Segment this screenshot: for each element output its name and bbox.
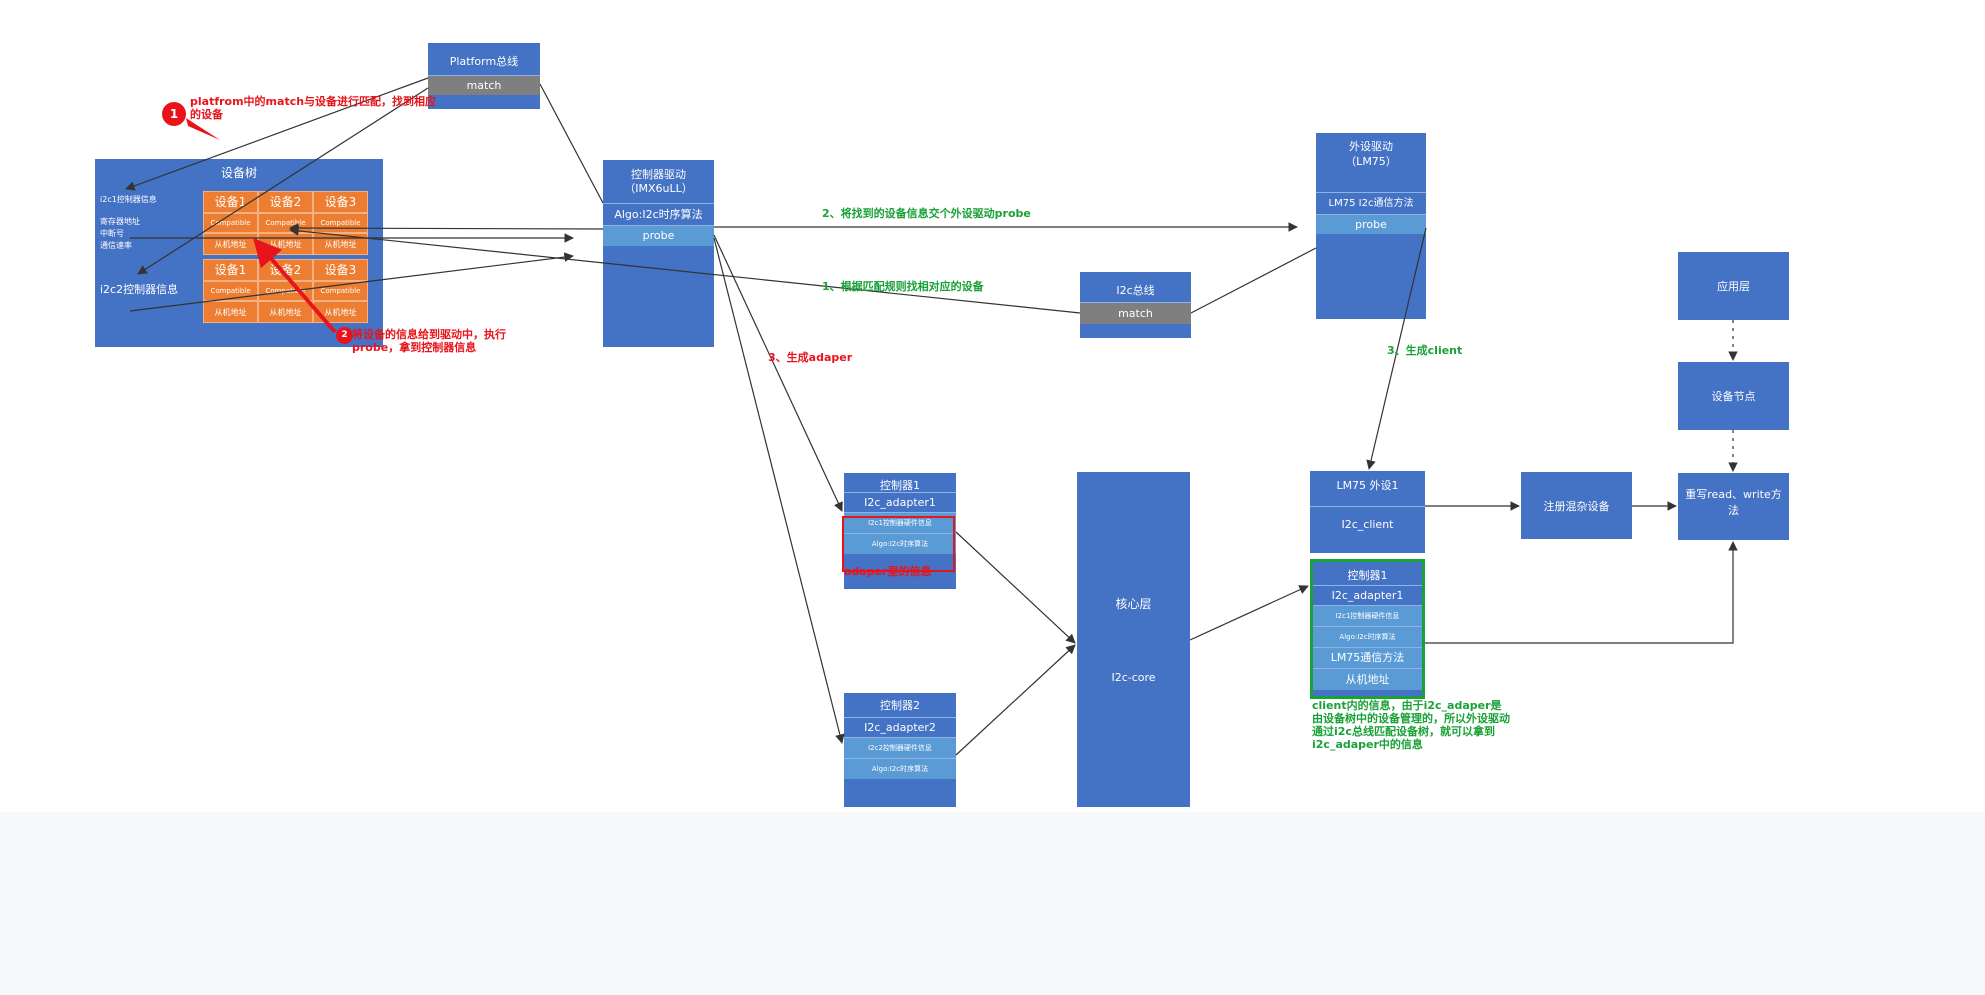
dt2-device2-slave: 从机地址 bbox=[258, 301, 313, 323]
platform-bus-title: Platform总线 bbox=[449, 55, 519, 68]
line-driver-to-controller1 bbox=[713, 234, 843, 512]
adapter-info-highlight bbox=[842, 516, 955, 572]
line-driver-to-controller2 bbox=[713, 237, 845, 744]
controller1-title: 控制器1 bbox=[880, 479, 920, 492]
controller-driver-title: 控制器驱动 bbox=[631, 168, 686, 181]
device-tree-title: 设备树 bbox=[220, 166, 257, 180]
client-controller-adapter: I2c_adapter1 bbox=[1313, 585, 1422, 605]
client-controller-hw-info: I2c1控制器硬件信息 bbox=[1313, 605, 1422, 626]
line-controller2-to-core bbox=[955, 644, 1076, 756]
rewrite-methods-block: 重写read、write方法 bbox=[1678, 473, 1789, 540]
i2c1-controller-info: i2c1控制器信息 bbox=[100, 195, 157, 204]
client-controller-slave: 从机地址 bbox=[1313, 668, 1422, 690]
annotation-platform-match: platfrom中的match与设备进行匹配，找到相应的设备 bbox=[190, 95, 437, 121]
i2c1-prop-speed: 通信速率 bbox=[100, 241, 132, 250]
misc-device-label: 注册混杂设备 bbox=[1543, 500, 1610, 513]
i2c1-prop-irq: 中断号 bbox=[100, 229, 124, 238]
dt1-device2-header: 设备2 bbox=[258, 191, 313, 213]
dt2-device3-slave: 从机地址 bbox=[313, 301, 368, 323]
controller2-hw-info: I2c2控制器硬件信息 bbox=[844, 737, 956, 758]
controller-driver-subtitle: （IMX6uLL） bbox=[624, 182, 693, 195]
client-controller-title: 控制器1 bbox=[1347, 569, 1388, 582]
red-callout-pointer bbox=[186, 118, 220, 140]
dt2-device1-slave: 从机地址 bbox=[203, 301, 258, 323]
annotation-give-info-probe: 将设备的信息给到驱动中，执行probe，拿到控制器信息 bbox=[352, 328, 506, 354]
core-layer-sub: I2c-core bbox=[1111, 671, 1156, 684]
controller2-adapter: I2c_adapter2 bbox=[844, 717, 956, 737]
core-layer-block: 核心层 I2c-core bbox=[1077, 472, 1190, 807]
line-client-controller-to-rewrite bbox=[1425, 541, 1738, 644]
misc-device-block: 注册混杂设备 bbox=[1521, 472, 1632, 539]
i2c-bus-title: I2c总线 bbox=[1116, 284, 1155, 297]
dt1-device3-header: 设备3 bbox=[313, 191, 368, 213]
peripheral-driver-method: LM75 I2c通信方法 bbox=[1316, 192, 1426, 214]
device-node-block: 设备节点 bbox=[1678, 362, 1789, 430]
annotation-badge-2: 2 bbox=[336, 327, 353, 344]
device-node-label: 设备节点 bbox=[1711, 390, 1756, 403]
peripheral-driver-title: 外设驱动 bbox=[1349, 140, 1393, 153]
line-i2c-bus-to-peripheral bbox=[1190, 247, 1317, 314]
line-probe-to-device-compatible bbox=[289, 223, 604, 233]
line-peripheral-to-client bbox=[1366, 227, 1427, 470]
peripheral-driver-block: 外设驱动 （LM75） LM75 I2c通信方法 probe bbox=[1316, 133, 1426, 319]
controller2-block: 控制器2 I2c_adapter2 I2c2控制器硬件信息 Algo:I2c时序… bbox=[844, 693, 956, 807]
dt2-device1-header: 设备1 bbox=[203, 259, 258, 281]
app-layer-label: 应用层 bbox=[1717, 280, 1750, 293]
annotation-badge-1: 1 bbox=[162, 102, 186, 126]
controller1-adapter: I2c_adapter1 bbox=[844, 492, 956, 512]
page-footer-area bbox=[0, 812, 1985, 995]
lm75-device-title: LM75 外设1 bbox=[1336, 479, 1399, 492]
client-controller-block: 控制器1 I2c_adapter1 I2c1控制器硬件信息 Algo:I2c时序… bbox=[1310, 559, 1425, 699]
i2c-bus-match: match bbox=[1080, 302, 1191, 324]
annotation-adaper-info: adaper里的信息 bbox=[844, 565, 932, 578]
controller1-block: 控制器1 I2c_adapter1 I2c1控制器硬件信息 Algo:I2c时序… bbox=[844, 473, 956, 589]
dt1-device1-compatible: Compatible bbox=[203, 213, 258, 233]
controller2-algo: Algo:I2c时序算法 bbox=[844, 758, 956, 779]
line-core-to-client bbox=[1189, 585, 1309, 641]
i2c-bus-block: I2c总线 match bbox=[1080, 272, 1191, 338]
controller-driver-block: 控制器驱动 （IMX6uLL） Algo:I2c时序算法 probe bbox=[603, 160, 714, 347]
client-controller-algo: Algo:I2c时序算法 bbox=[1313, 626, 1422, 647]
controller-driver-probe: probe bbox=[603, 225, 714, 246]
line-platform-to-controller-driver bbox=[539, 83, 604, 204]
line-platform-to-device-tree-2 bbox=[137, 87, 429, 275]
peripheral-driver-probe: probe bbox=[1316, 214, 1426, 234]
line-i2c-match-to-device-compatible bbox=[289, 226, 1081, 314]
controller-driver-algo: Algo:I2c时序算法 bbox=[603, 203, 714, 225]
dt1-device1-header: 设备1 bbox=[203, 191, 258, 213]
red-arrow-probe-to-device bbox=[253, 237, 337, 334]
line-i2c2-to-controller-driver bbox=[129, 252, 574, 312]
annotation-gen-adaper: 3、生成adaper bbox=[768, 351, 853, 364]
core-layer-title: 核心层 bbox=[1115, 597, 1152, 611]
annotation-peripheral-probe: 2、将找到的设备信息交个外设驱动probe bbox=[822, 207, 1031, 220]
platform-bus-match: match bbox=[428, 75, 540, 95]
annotation-gen-client: 3、生成client bbox=[1387, 344, 1463, 357]
rewrite-methods-label: 重写read、write方法 bbox=[1685, 488, 1782, 517]
client-controller-method: LM75通信方法 bbox=[1313, 647, 1422, 668]
peripheral-driver-subtitle: （LM75） bbox=[1345, 155, 1397, 168]
i2c1-prop-reg: 寄存器地址 bbox=[100, 217, 140, 226]
controller2-title: 控制器2 bbox=[880, 699, 920, 712]
platform-bus-block: Platform总线 match bbox=[428, 43, 540, 109]
dt2-device1-compatible: Compatible bbox=[203, 281, 258, 301]
line-platform-to-device-tree-1 bbox=[125, 77, 429, 191]
annotation-match-rule: 1、根据匹配规则找相对应的设备 bbox=[822, 280, 984, 293]
app-layer-block: 应用层 bbox=[1678, 252, 1789, 320]
line-controller1-to-core bbox=[955, 531, 1076, 644]
dt2-device2-compatible: Compatible bbox=[258, 281, 313, 301]
dt2-device3-header: 设备3 bbox=[313, 259, 368, 281]
lm75-device-client: I2c_client bbox=[1310, 506, 1425, 542]
controller1-algo: Algo:I2c时序算法 bbox=[844, 533, 956, 554]
i2c2-controller-info: i2c2控制器信息 bbox=[100, 283, 179, 296]
annotation-client-info: client内的信息，由于i2c_adaper是由设备树中的设备管理的，所以外设… bbox=[1312, 699, 1510, 751]
lm75-device-block: LM75 外设1 I2c_client bbox=[1310, 471, 1425, 553]
diagram-canvas bbox=[91, 0, 1791, 810]
